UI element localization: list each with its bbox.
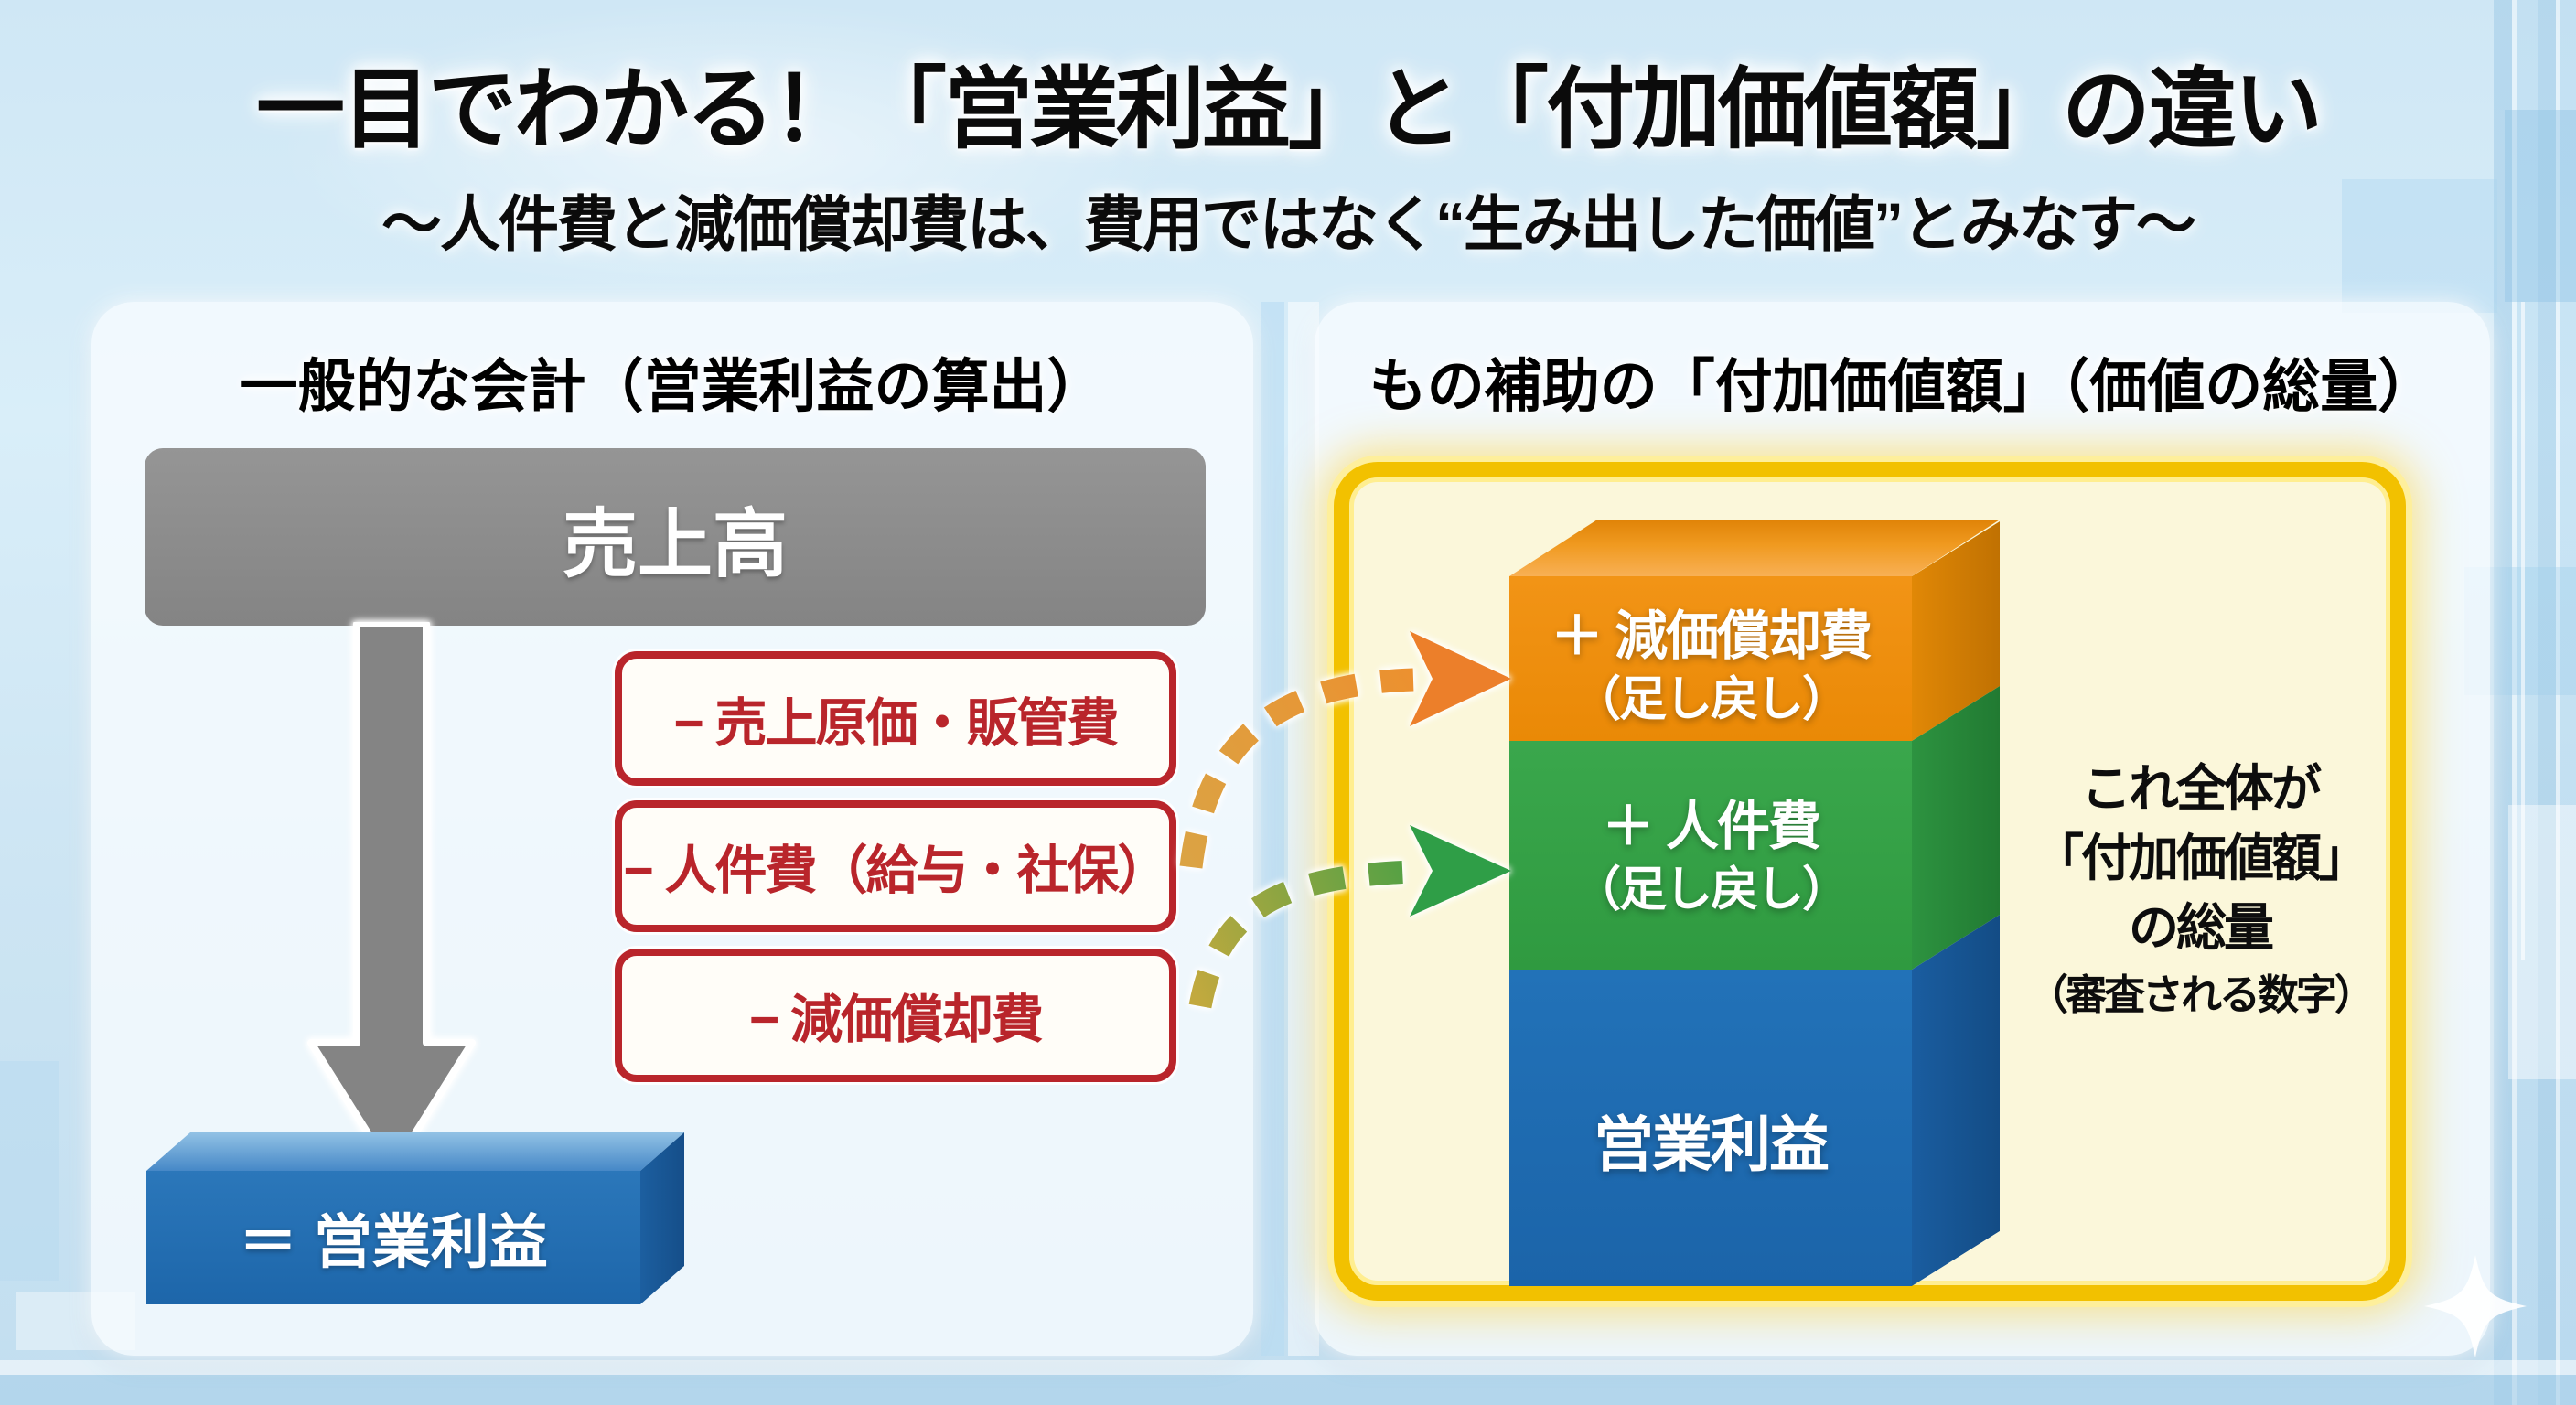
annotation-line: の総量 [2128, 899, 2274, 956]
bg-bottom-band [0, 1375, 2576, 1405]
depreciation-segment-label: ＋ 減価償却費 （足し戻し） [1550, 606, 1873, 726]
labor-segment [1509, 741, 1912, 970]
operating-profit-label: ＝ 営業利益 [239, 1209, 548, 1275]
deduction-label: − 人件費（給与・社保） [623, 842, 1169, 900]
labor-segment-label: ＋ 人件費 （足し戻し） [1572, 797, 1850, 917]
sales-label: 売上高 [562, 502, 788, 586]
deduction-label: − 売上原価・販管費 [673, 693, 1119, 753]
bg-circuit-line [2521, 302, 2525, 960]
page-subtitle: 〜人件費と減価償却費は、費用ではなく“生み出した価値”とみなす〜 [381, 190, 2196, 258]
deduction-box-depreciation: − 減価償却費 [615, 949, 1176, 1082]
deduction-box-labor: − 人件費（給与・社保） [615, 800, 1176, 932]
bg-mosaic-square [2508, 805, 2576, 1079]
profit-segment [1509, 970, 1912, 1286]
right-panel-header: もの補助の「付加価値額」（価値の総量） [1368, 355, 2436, 419]
sales-box: 売上高 [145, 448, 1206, 626]
profit-segment-label: 営業利益 [1594, 1110, 1830, 1178]
bg-gap-stripe [1261, 302, 1284, 1356]
annotation-line: これ全体が [2080, 760, 2322, 817]
left-panel-header: 一般的な会計（営業利益の算出） [240, 355, 1105, 419]
annotation-line: （審査される数字） [2026, 971, 2376, 1018]
bg-bottom-band [0, 1360, 2576, 1375]
deduction-label: − 減価償却費 [748, 991, 1044, 1049]
down-arrow-icon [307, 622, 476, 1174]
page-title: 一目でわかる！「営業利益」と「付加価値額」の違い [256, 59, 2323, 159]
bg-mosaic-square [0, 1061, 59, 1281]
annotation-line: 「付加価値額」 [2033, 830, 2369, 886]
profit-segment-side [1912, 915, 2000, 1286]
sparkle-icon [2424, 1255, 2527, 1357]
depreciation-segment [1509, 576, 1912, 741]
value-stack-side-face [1912, 521, 2000, 1286]
operating-profit-box: ＝ 営業利益 [146, 1171, 640, 1304]
operating-profit-box-top-face [146, 1132, 684, 1171]
added-value-annotation: これ全体が 「付加価値額」 の総量 （審査される数字） [2023, 754, 2377, 1024]
deduction-box-cogs: − 売上原価・販管費 [615, 651, 1176, 786]
